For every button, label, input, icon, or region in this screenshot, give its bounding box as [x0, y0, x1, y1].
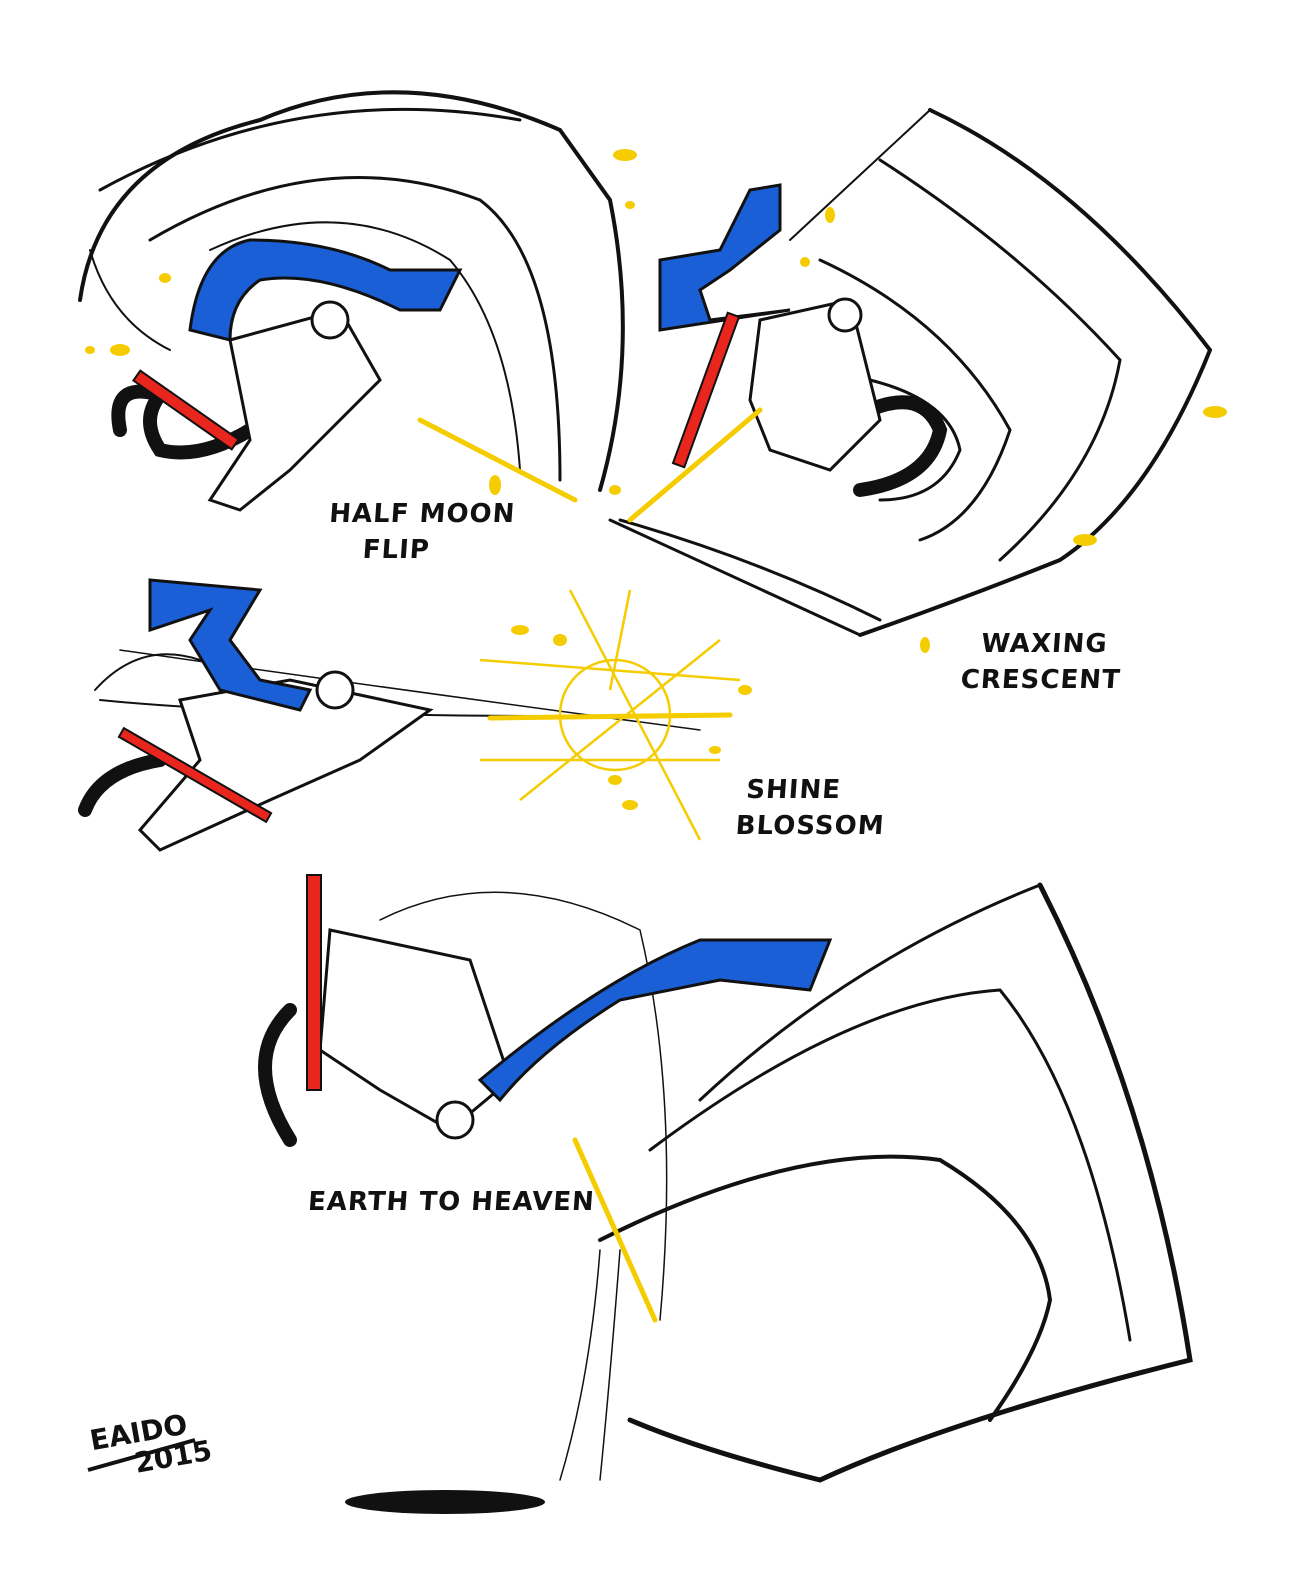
label-earth-to-heaven: EARTH TO HEAVEN	[307, 1184, 596, 1220]
sheaths	[117, 311, 741, 1091]
figure-waxing	[748, 298, 882, 472]
figure-earth	[318, 928, 512, 1132]
yellow-splatter	[85, 149, 1227, 810]
ground-shadow	[345, 1490, 545, 1514]
figures	[137, 297, 882, 1140]
label-waxing-crescent: WAXING CRESCENT	[960, 626, 1124, 698]
label-line: CRESCENT	[959, 665, 1122, 695]
blades	[417, 407, 763, 1323]
label-line: HALF MOON	[328, 499, 517, 529]
label-line: EARTH TO HEAVEN	[306, 1187, 596, 1217]
label-line: FLIP	[361, 535, 431, 565]
figure-half-moon	[207, 308, 382, 512]
shine-burst	[479, 589, 741, 841]
label-line: WAXING	[980, 629, 1109, 659]
label-line: BLOSSOM	[734, 811, 886, 841]
half-moon-swoosh	[78, 90, 625, 492]
earth-to-heaven-swoosh	[379, 882, 1193, 1483]
capes	[148, 183, 833, 1103]
label-half-moon-flip: HALF MOON FLIP	[325, 496, 516, 568]
tail-4	[258, 1003, 297, 1147]
tail-3	[78, 753, 167, 817]
tail-2	[843, 395, 948, 497]
signature-underline	[87, 1438, 196, 1472]
label-shine-blossom: SHINE BLOSSOM	[735, 772, 888, 844]
tail-1	[111, 384, 257, 460]
waxing-crescent-swoosh	[608, 108, 1213, 637]
label-line: SHINE	[745, 775, 842, 805]
